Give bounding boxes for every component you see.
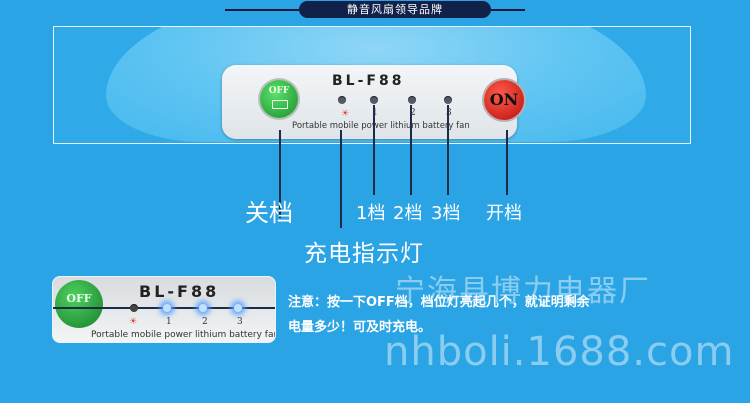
closeup-number-3: 3 [237,317,243,327]
off-button-closeup: OFF [55,280,103,328]
caption-charge: 充电指示灯 [304,241,424,267]
pointer-gear1 [373,105,375,195]
led-gear-1 [370,96,378,104]
closeup-led-1 [163,304,171,312]
caption-gear2: 2档 [393,203,423,224]
pointer-on [506,130,508,195]
control-panel: BL-F88 OFF ☀ 1 2 3 ON Portable mobile po… [222,65,524,139]
closeup-number-1: 1 [166,317,172,327]
closeup-led-3 [234,304,242,312]
gear-number-2: 2 [410,108,416,118]
model-label: BL-F88 [332,73,405,89]
note-line-2: 电量多少！可及时充电。 [288,320,432,335]
banner-line-left [225,9,299,11]
top-banner: 静音风扇领导品牌 [0,0,750,18]
watermark-company: 宁海县博力电器厂 [395,274,651,309]
led-gear-3 [444,96,452,104]
lit-panel-photo: OFF BL-F88 ☀ 1 2 3 Portable mobile power… [52,276,276,343]
caption-on: 开档 [486,203,522,224]
closeup-charge-icon: ☀ [129,317,138,327]
note-line-1: 注意：按一下OFF档，档位灯亮起几个，就证明剩余 [288,295,590,310]
caption-gear3: 3档 [431,203,461,224]
on-label: ON [489,90,519,109]
off-button: OFF [260,80,298,118]
pointer-gear2 [410,105,412,195]
pointer-off [279,130,281,218]
off-label: OFF [268,86,290,96]
banner-title: 静音风扇领导品牌 [299,1,491,18]
closeup-led-2 [199,304,207,312]
pointer-charge [340,130,342,228]
led-gear-2 [408,96,416,104]
pointer-gear3 [447,105,449,195]
on-button: ON [484,80,524,120]
closeup-number-2: 2 [202,317,208,327]
product-photo: BL-F88 OFF ☀ 1 2 3 ON Portable mobile po… [53,26,691,144]
caption-gear1: 1档 [356,203,386,224]
watermark-url: nhboli.1688.com [384,329,735,375]
model-label-closeup: BL-F88 [139,282,220,301]
banner-line-right [491,9,525,11]
battery-icon [272,100,288,109]
led-charge [338,96,346,104]
panel-subtitle: Portable mobile power lithium battery fa… [292,121,470,131]
closeup-subtitle: Portable mobile power lithium battery fa… [91,330,276,340]
closeup-led-charge [130,304,138,312]
charge-indicator-icon: ☀ [341,109,350,119]
caption-off: 关档 [245,199,293,227]
off-label-closeup: OFF [66,292,92,305]
